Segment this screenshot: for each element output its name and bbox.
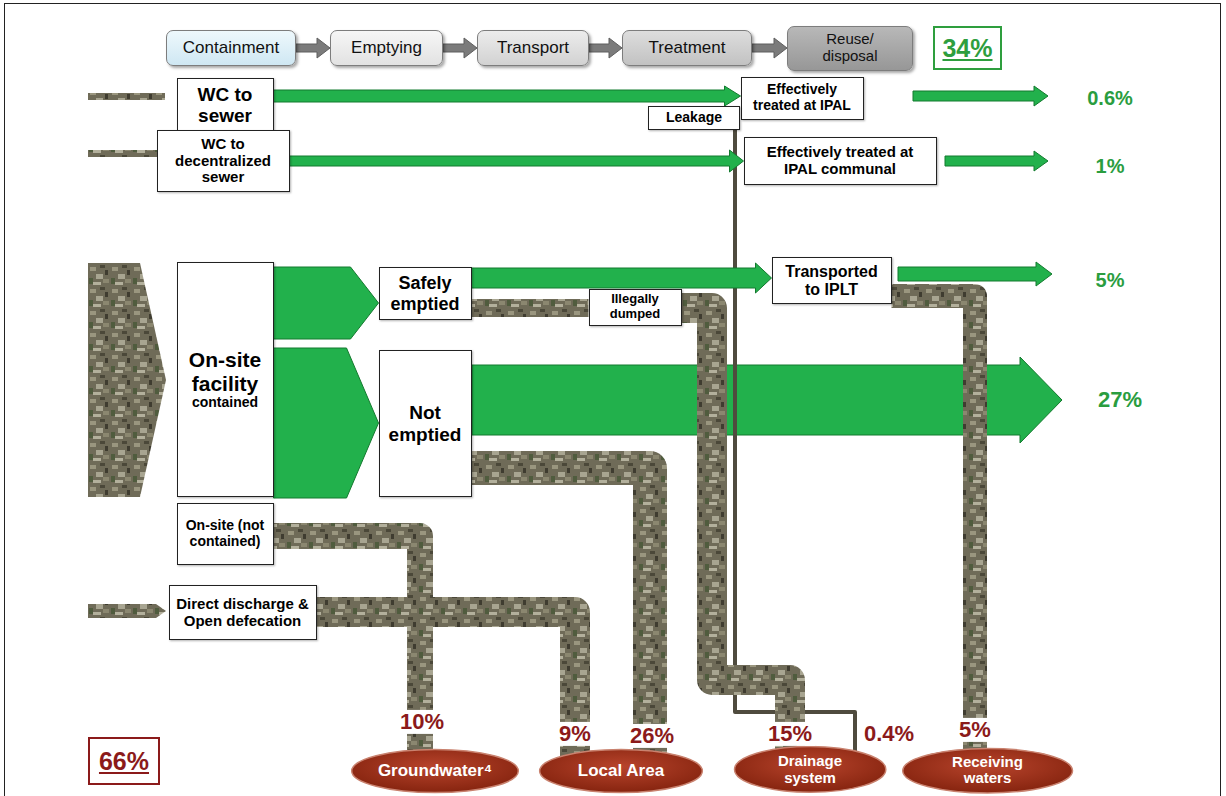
node-text: WC to sewer: [182, 84, 269, 127]
texture-stub: [88, 150, 157, 157]
node-text: Transported to IPLT: [777, 263, 887, 299]
node-text: Transport: [497, 38, 569, 57]
ellipse-shape: [352, 749, 519, 792]
node-text: Drainage system: [765, 753, 855, 785]
destination-ellipse: Receiving waters: [901, 747, 1074, 794]
node-text: Containment: [183, 38, 279, 57]
flow-chevron: [274, 348, 379, 498]
flow-arrow: [290, 150, 744, 172]
process-box: Illegally dumped: [589, 289, 682, 326]
process-box: Leakage: [648, 106, 740, 130]
node-text: Effectively treated at IPAL communal: [749, 144, 932, 178]
node-text: Direct discharge & Open defecation: [174, 596, 312, 630]
stage-box: Reuse/ disposal: [787, 26, 913, 71]
stage-arrow: [589, 38, 622, 58]
share-box: 34%: [933, 26, 1002, 70]
node-text: Leakage: [666, 110, 722, 126]
process-box: On-site facilitycontained: [177, 262, 274, 497]
percentage-label: 5%: [956, 718, 994, 742]
node-text: 66%: [99, 747, 149, 775]
ellipse-shape: [903, 748, 1073, 793]
flow-band: [317, 612, 576, 756]
process-box: On-site (not contained): [177, 503, 274, 565]
percentage-label: 5%: [1093, 269, 1128, 291]
texture-stub: [88, 604, 166, 618]
process-box: Effectively treated at IPAL communal: [744, 137, 937, 185]
process-box: Transported to IPLT: [772, 257, 892, 304]
stage-box: Transport: [477, 30, 589, 66]
percentage-label: 0.6%: [1084, 87, 1136, 109]
node-text: Effectively treated at IPAL: [746, 82, 859, 113]
texture-stub: [88, 93, 165, 100]
percentage-label: 10%: [397, 710, 447, 734]
node-text: Local Area: [578, 762, 664, 780]
percentage-label: 15%: [765, 722, 815, 746]
process-box: Effectively treated at IPAL: [741, 77, 864, 120]
share-box: 66%: [88, 737, 160, 785]
flow-band: [472, 299, 589, 317]
node-text: On-site facility: [182, 348, 269, 395]
stage-arrow: [752, 38, 787, 58]
process-box: Not emptied: [379, 350, 472, 497]
process-box: WC to sewer: [177, 78, 274, 132]
node-text: 34%: [942, 34, 992, 62]
percentage-label: 1%: [1093, 155, 1128, 177]
percentage-label: 27%: [1095, 388, 1145, 412]
node-text: Illegally dumped: [594, 292, 677, 321]
frame: [5, 4, 1221, 796]
stage-box: Treatment: [622, 30, 752, 66]
flow-arrow: [945, 151, 1048, 171]
stage-arrow: [296, 38, 330, 58]
node-text: Treatment: [649, 38, 726, 57]
percentage-label: 9%: [556, 722, 594, 746]
process-box: Safely emptied: [379, 267, 472, 320]
destination-ellipse: Local Area: [538, 748, 704, 794]
node-text: Safely emptied: [384, 273, 467, 313]
node-text: Reuse/ disposal: [810, 31, 890, 65]
destination-ellipse: Drainage system: [733, 745, 887, 794]
node-text: WC to decentralized sewer: [162, 136, 285, 186]
leakage-line: [735, 130, 855, 754]
texture-chevron: [88, 263, 166, 497]
node-text: Emptying: [351, 38, 422, 57]
flow-arrow: [274, 86, 741, 106]
ellipse-shape: [734, 747, 885, 793]
node-text: On-site (not contained): [182, 518, 269, 549]
percentage-label: 0.4%: [861, 722, 917, 746]
flow-chevron: [274, 267, 379, 339]
flow-arrow: [913, 86, 1048, 106]
ellipse-shape: [540, 749, 703, 792]
stage-box: Emptying: [330, 30, 443, 66]
destination-ellipse: Groundwater⁴: [350, 748, 520, 794]
flow-band: [892, 296, 976, 751]
node-text: Not emptied: [384, 402, 467, 445]
percentage-label: 26%: [627, 724, 677, 748]
flow-arrow: [898, 262, 1052, 286]
node-text: Groundwater⁴: [378, 762, 492, 780]
process-box: Direct discharge & Open defecation: [169, 585, 317, 640]
node-text: Receiving waters: [943, 754, 1033, 786]
flow-band: [682, 308, 791, 750]
node-text: contained: [192, 395, 258, 411]
process-box: WC to decentralized sewer: [157, 130, 290, 192]
stage-arrow: [443, 38, 477, 58]
stage-box: Containment: [166, 30, 296, 66]
